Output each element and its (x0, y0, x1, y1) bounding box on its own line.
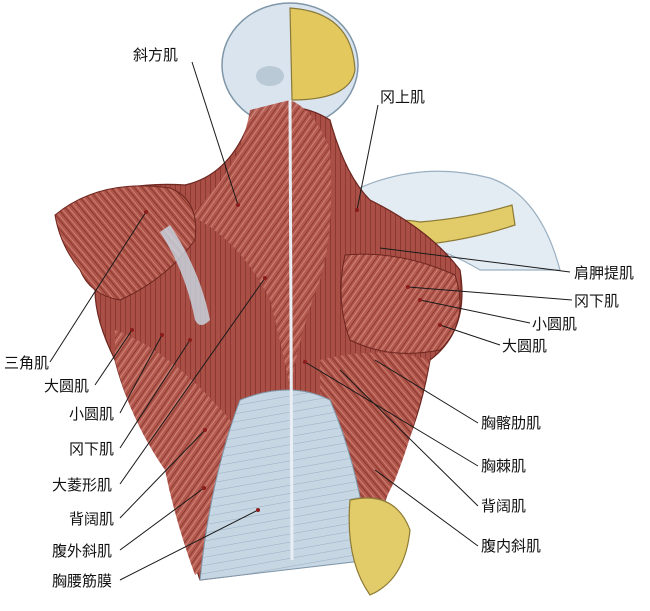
label-iliocostalis: 胸髂肋肌 (481, 414, 542, 432)
label-rhomboid: 大菱形肌 (52, 476, 113, 494)
label-trapezius: 斜方肌 (133, 46, 179, 64)
label-thoracolumbar-fascia: 胸腰筋膜 (52, 572, 113, 590)
label-teres-minor-left: 小圆肌 (69, 405, 115, 423)
label-levator-scapulae: 肩胛提肌 (574, 264, 635, 282)
label-latissimus-right: 背阔肌 (481, 497, 527, 515)
label-external-oblique: 腹外斜肌 (52, 542, 113, 560)
label-latissimus-left: 背阔肌 (69, 510, 115, 528)
skull-illustration (221, 2, 359, 128)
label-spinalis: 胸棘肌 (481, 457, 527, 475)
label-infraspinatus-right: 冈下肌 (574, 292, 620, 310)
label-supraspinatus: 冈上肌 (380, 88, 426, 106)
label-teres-major-right: 大圆肌 (502, 337, 548, 355)
torso-muscles (54, 99, 463, 596)
label-internal-oblique: 腹内斜肌 (481, 537, 542, 555)
label-deltoid: 三角肌 (4, 354, 50, 372)
label-infraspinatus-left: 冈下肌 (69, 440, 115, 458)
label-teres-major-left: 大圆肌 (44, 377, 90, 395)
leader-lines (49, 61, 573, 581)
label-teres-minor-right: 小圆肌 (532, 315, 578, 333)
